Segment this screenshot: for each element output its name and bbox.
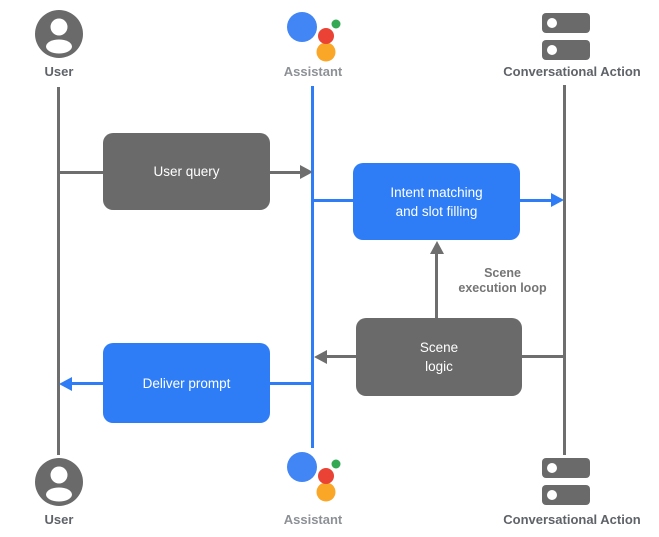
user-query-in-line [59,171,103,174]
scene-logic-box: Scene logic [356,318,522,396]
assistant-label-top: Assistant [283,64,343,79]
scene-arrowhead [314,350,327,364]
user-query-arrowhead [300,165,313,179]
scene-logic-line2: logic [425,359,453,374]
intent-matching-line2: and slot filling [395,203,478,219]
conversational-action-lifeline [563,85,566,455]
loop-label: Scene execution loop [430,266,575,296]
scene-out-line [326,355,356,358]
conversational-action-label-bottom: Conversational Action [503,512,641,527]
deliver-arrowhead [59,377,72,391]
deliver-prompt-box: Deliver prompt [103,343,270,423]
intent-matching-box: Intent matching and slot filling [353,163,520,240]
intent-out-line [520,199,553,202]
assistant-icon-bottom [287,452,341,502]
scene-logic-line1: Scene [419,340,459,355]
conversational-action-label-top: Conversational Action [503,64,641,79]
assistant-icon-top [287,12,341,62]
user-query-out-line [270,171,302,174]
conversational-action-icon-bottom [542,458,590,505]
user-icon-top [35,10,83,58]
conversational-action-icon-top [542,13,590,60]
deliver-prompt-label: Deliver prompt [142,375,231,391]
loop-label-line2: execution loop [458,281,547,295]
loop-arrow-line [435,253,438,318]
deliver-in-line [270,382,313,385]
loop-label-line1: Scene [484,266,521,280]
user-icon-bottom [35,458,83,506]
assistant-lifeline [311,86,314,448]
intent-arrowhead [551,193,564,207]
user-query-box: User query [103,133,270,210]
loop-arrowhead [430,241,444,254]
user-label-top: User [44,64,74,79]
assistant-label-bottom: Assistant [283,512,343,527]
deliver-out-line [72,382,103,385]
user-lifeline [57,87,60,455]
user-label-bottom: User [44,512,74,527]
intent-in-line [313,199,353,202]
user-query-label: User query [153,164,220,179]
intent-matching-line1: Intent matching [390,184,483,200]
scene-in-line [522,355,565,358]
